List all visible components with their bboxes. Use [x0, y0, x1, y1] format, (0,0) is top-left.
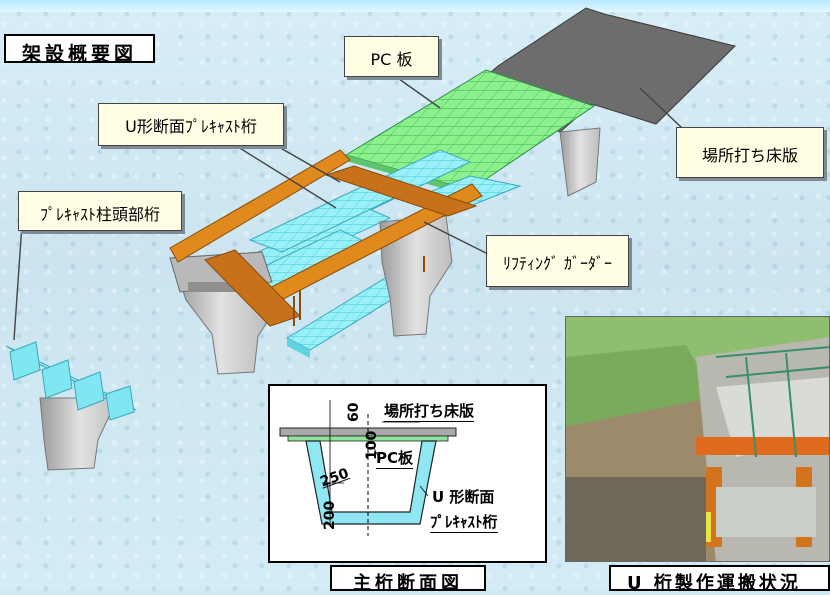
callout-lifting-girder: ﾘﾌﾃｨﾝｸﾞ ｶﾞｰﾀﾞｰ [486, 235, 629, 287]
u-girder-transport-photo [565, 316, 830, 562]
label-deck: 場所打ち床版 [384, 402, 475, 422]
dim-200: 200 [322, 500, 338, 530]
photo-caption: U 桁製作運搬状況 [609, 565, 830, 591]
lifting-girders-shape [169, 149, 483, 327]
label-u-line2: ﾌﾟﾚｷｬｽﾄ桁 [430, 513, 498, 533]
callout-u-girder: U形断面ﾌﾟﾚｷｬｽﾄ桁 [98, 103, 284, 146]
top-strip [0, 0, 830, 12]
diagram-title: 架設概要図 [4, 34, 155, 65]
label-pc: PC板 [376, 449, 414, 469]
dim-60: 60 [346, 402, 362, 422]
callout-pc-slab: PC 板 [344, 36, 439, 77]
callout-column-head: ﾌﾟﾚｷｬｽﾄ柱頭部桁 [18, 191, 182, 231]
cross-section-drawing [279, 400, 457, 536]
leader-lines [13, 73, 683, 341]
column-head-shape [5, 341, 137, 471]
cross-section-panel: 60 100 250 200 場所打ち床版 PC板 U 形断面 ﾌﾟﾚｷｬｽﾄ桁 [268, 384, 547, 563]
cross-section-caption: 主桁断面図 [330, 565, 486, 594]
callout-deck-slab: 場所打ち床版 [676, 127, 824, 178]
label-u-line1: U 形断面 [432, 488, 495, 506]
